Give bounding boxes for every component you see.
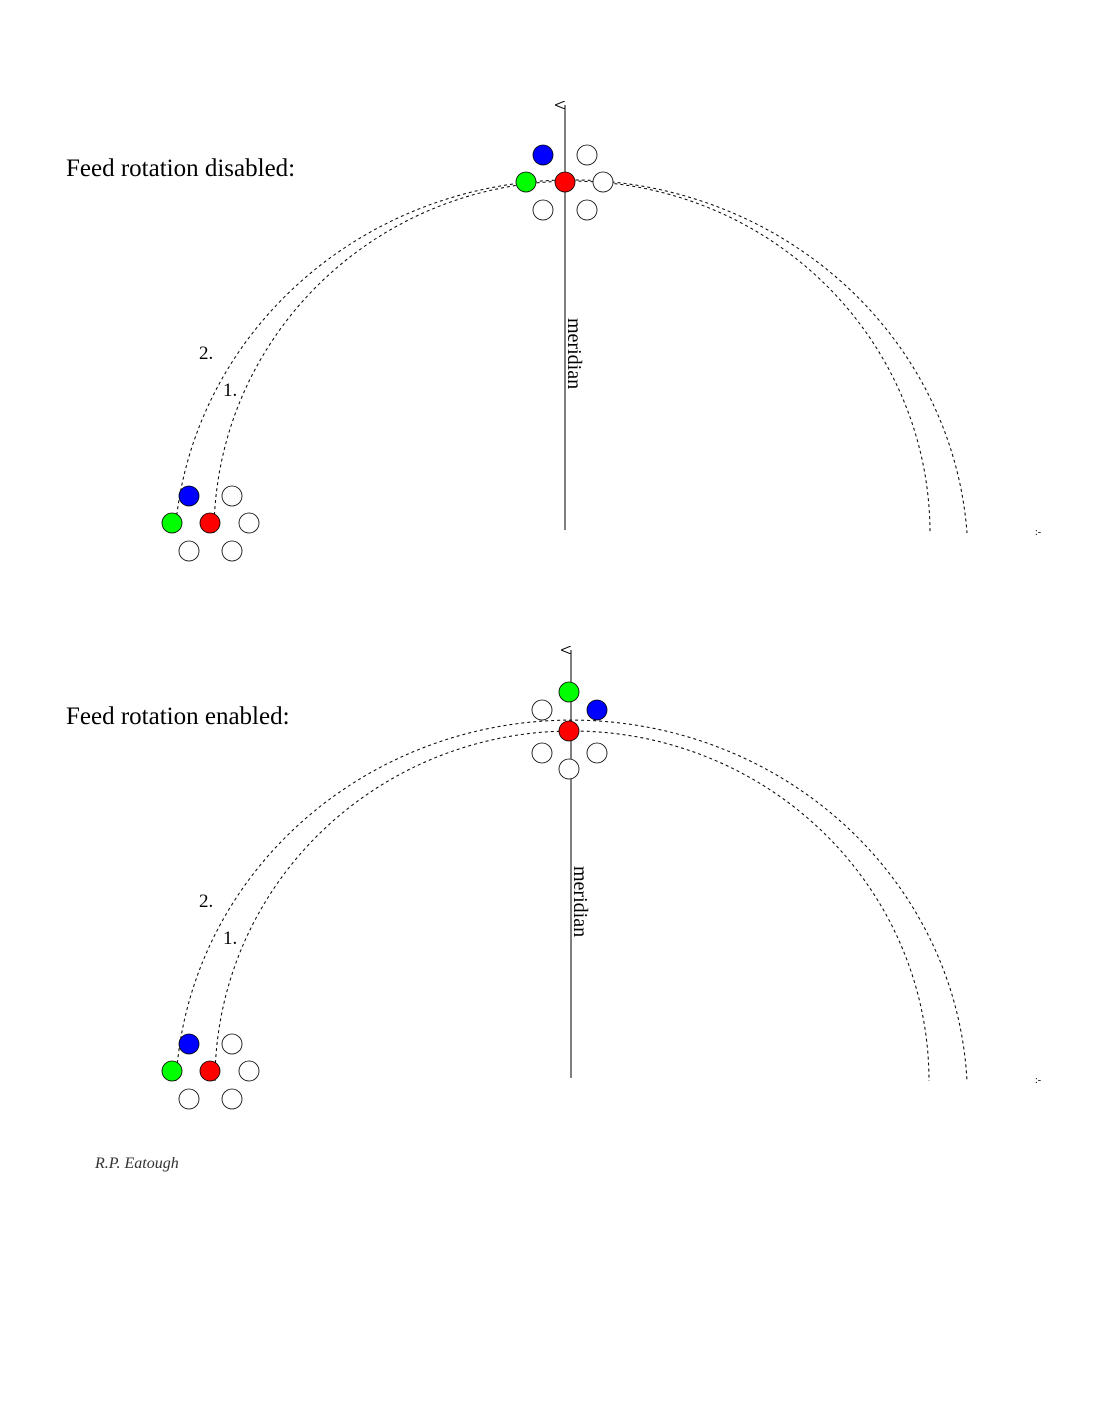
beam-empty	[238, 512, 260, 534]
beam-empty	[576, 199, 598, 221]
track-label-1: 1.	[223, 928, 237, 949]
beam-cluster-transit	[515, 144, 614, 221]
beam-red	[554, 171, 576, 193]
beam-red	[558, 720, 580, 742]
track-label-2: 2.	[199, 343, 213, 364]
track-1-arc	[214, 730, 930, 1082]
edge-tick-mark: :-	[1035, 527, 1041, 538]
edge-tick-mark: :-	[1035, 1075, 1041, 1086]
panel-title-disabled: Feed rotation disabled:	[66, 155, 296, 182]
track-label-2: 2.	[199, 891, 213, 912]
meridian-label: meridian	[563, 318, 585, 389]
beam-empty	[178, 540, 200, 562]
beam-empty	[221, 1033, 243, 1055]
track-1-arc	[213, 180, 931, 534]
panel-disabled: meridian 2. 1. :-	[161, 105, 1041, 562]
beam-empty	[558, 758, 580, 780]
meridian-label: meridian	[569, 866, 591, 937]
beam-empty	[576, 144, 598, 166]
beam-empty	[532, 199, 554, 221]
beam-blue	[586, 699, 608, 721]
author-credit: R.P. Eatough	[95, 1155, 179, 1172]
panel-title-enabled: Feed rotation enabled:	[66, 703, 290, 730]
beam-blue	[532, 144, 554, 166]
beam-cluster-start	[161, 485, 260, 562]
track-label-1: 1.	[223, 380, 237, 401]
panel-enabled: meridian 2. 1. :-	[161, 650, 1041, 1110]
beam-blue	[178, 1033, 200, 1055]
beam-cluster-start	[161, 1033, 260, 1110]
beam-empty	[586, 742, 608, 764]
beam-empty	[221, 1088, 243, 1110]
beam-green	[558, 681, 580, 703]
beam-green	[161, 512, 183, 534]
beam-empty	[178, 1088, 200, 1110]
beam-empty	[221, 540, 243, 562]
beam-empty	[531, 699, 553, 721]
beam-red	[199, 512, 221, 534]
beam-empty	[238, 1060, 260, 1082]
beam-green	[515, 171, 537, 193]
beam-blue	[178, 485, 200, 507]
beam-green	[161, 1060, 183, 1082]
beam-empty	[592, 171, 614, 193]
beam-empty	[221, 485, 243, 507]
beam-cluster-transit	[531, 681, 608, 780]
beam-empty	[531, 742, 553, 764]
beam-red	[199, 1060, 221, 1082]
